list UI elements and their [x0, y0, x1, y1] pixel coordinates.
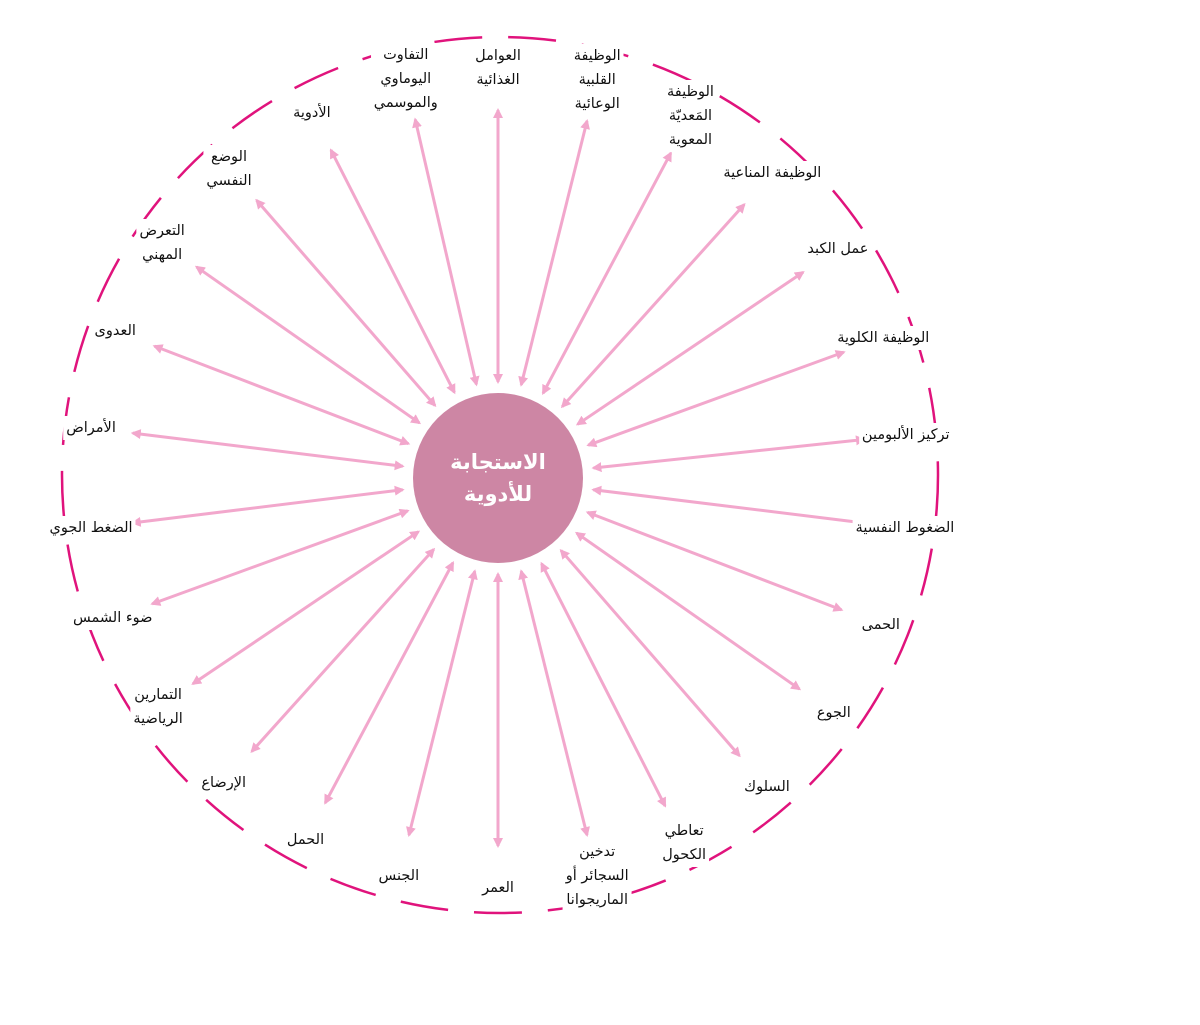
arrow-exercise — [191, 530, 421, 686]
factor-label-drugs: الأدوية — [290, 100, 334, 125]
factor-label-age: العمر — [479, 876, 517, 900]
factor-label-diseases: الأمراض — [63, 416, 119, 441]
arrow-sunlight — [150, 508, 410, 606]
factor-label-occupational-exposure: التعرض المهني — [136, 218, 188, 267]
center-label: الاستجابة للأدوية — [450, 450, 546, 506]
arrow-daily-seasonal-variation — [412, 117, 480, 387]
factor-label-fever: الحمى — [858, 612, 903, 637]
arrow-occupational-exposure — [194, 265, 421, 425]
factor-label-daily-seasonal-variation: التفاوت اليوماوي والموسمي — [370, 42, 441, 115]
arrows-layer — [130, 108, 866, 848]
factor-label-alcohol-consumption: تعاطي الكحول — [659, 819, 710, 868]
factor-label-behavior: السلوك — [741, 775, 793, 800]
arrow-kidney-function — [586, 350, 846, 448]
factor-label-albumin-concentration: تركيز الألبومين — [858, 423, 953, 448]
factor-label-sunlight: ضوء الشمس — [69, 606, 156, 631]
factor-label-hunger: الجوع — [813, 701, 854, 726]
factor-label-gastrointestinal-function: الوظيفة المَعديّة المعوية — [663, 79, 717, 152]
factor-label-sex: الجنس — [375, 863, 423, 888]
arrow-infection — [152, 344, 411, 446]
outer-ring — [60, 35, 940, 915]
factor-label-dietary-factors: العوامل الغذائية — [472, 44, 524, 92]
arrow-fever — [585, 510, 844, 612]
factor-label-psychological-state: الوضع النفسي — [203, 144, 255, 193]
factor-label-immune-function: الوظيفة المناعية — [720, 161, 825, 186]
arrow-liver-function — [575, 270, 805, 426]
factor-label-breastfeeding: الإرضاع — [198, 770, 249, 795]
arrow-hunger — [575, 531, 802, 691]
factor-label-atmospheric-pressure: الضغط الجوي — [46, 515, 136, 540]
factor-label-smoking: تدخين السجائر أو الماريجوانا — [562, 839, 632, 912]
arrow-smoking — [518, 569, 590, 838]
arrow-atmospheric-pressure — [130, 485, 405, 527]
factor-label-infection: العدوى — [91, 319, 139, 344]
arrow-sex — [406, 569, 478, 838]
arrow-albumin-concentration — [591, 435, 866, 473]
factor-label-pregnancy: الحمل — [283, 828, 328, 852]
arrow-diseases — [130, 429, 405, 471]
factor-label-kidney-function: الوظيفة الكلوية — [834, 325, 933, 350]
center-circle — [413, 393, 583, 563]
factor-label-psychological-stress: الضغوط النفسية — [852, 515, 958, 540]
factor-label-exercise: التمارين الرياضية — [130, 683, 186, 732]
arrow-psychological-stress — [591, 485, 866, 527]
arrow-cardiovascular-function — [518, 118, 590, 387]
factor-label-liver-function: عمل الكبد — [804, 236, 872, 261]
factor-label-cardiovascular-function: الوظيفة القلبية الوعائية — [570, 44, 624, 117]
